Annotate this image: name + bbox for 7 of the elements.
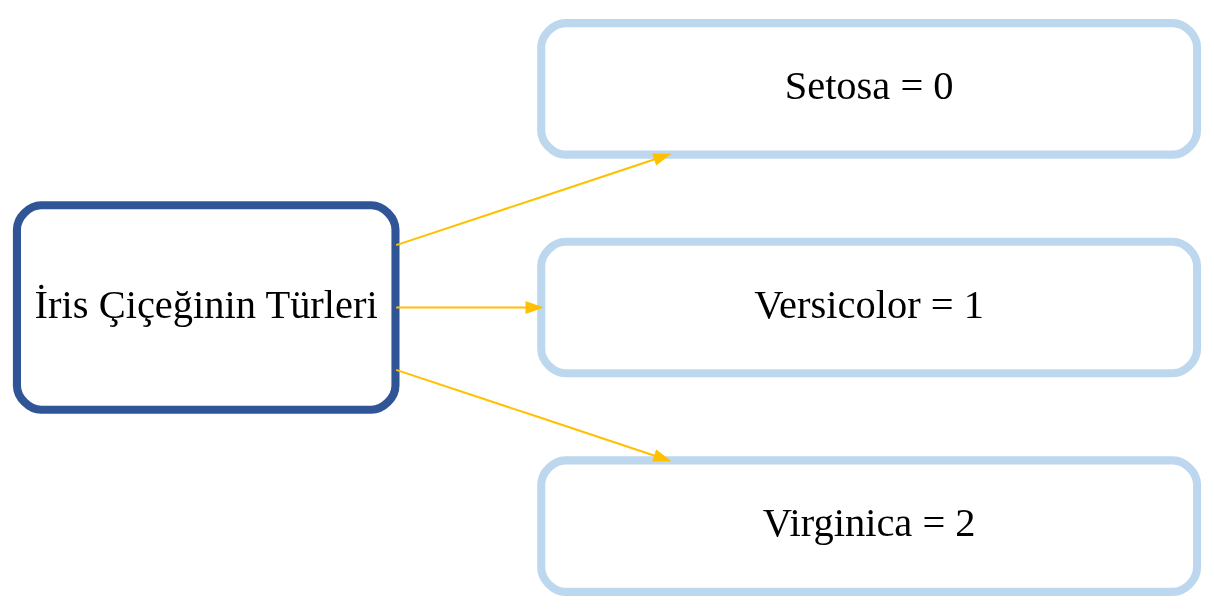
node-box: Versicolor = 1 [537,237,1202,378]
arrow [395,368,672,462]
node-box: Virginica = 2 [537,456,1202,596]
arrow [395,153,672,247]
node-box: İris Çiçeğinin Türleri [12,201,400,414]
node-box: Setosa = 0 [537,19,1202,159]
arrow [396,301,544,314]
